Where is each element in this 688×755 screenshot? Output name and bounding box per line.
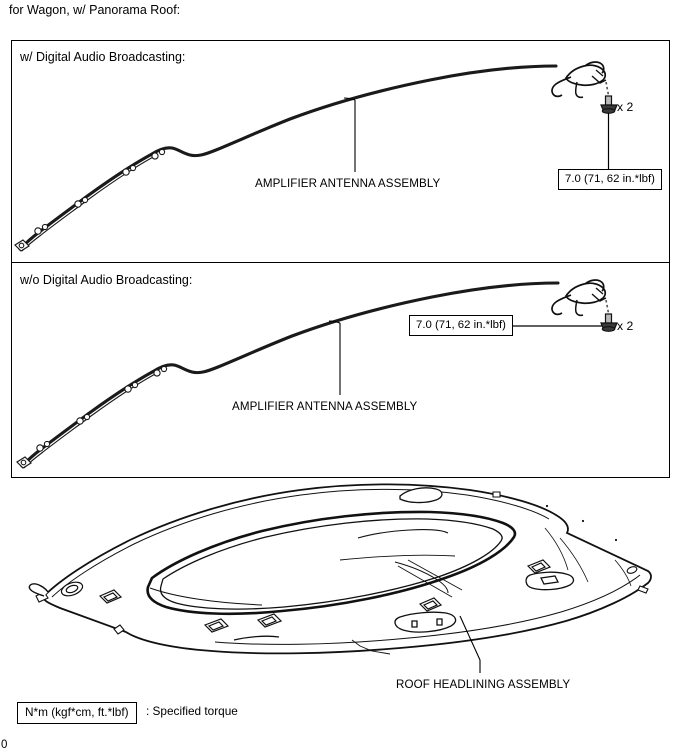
headliner-reference-dots (545, 504, 618, 542)
page-caption: for Wagon, w/ Panorama Roof: (9, 3, 181, 17)
bolt-quantity-1: x 2 (617, 100, 634, 114)
torque-callout-1: 7.0 (71, 62 in.*lbf) (558, 169, 662, 190)
page-footer-marker: 0 (1, 739, 8, 751)
headliner-fitting (60, 559, 552, 633)
amplifier-antenna-label-1: AMPLIFIER ANTENNA ASSEMBLY (255, 177, 441, 190)
panel-title-with-dab: w/ Digital Audio Broadcasting: (20, 50, 186, 64)
torque-unit-legend-box: N*m (kgf*cm, ft.*lbf) (17, 702, 137, 724)
roof-headlining-graphic (28, 483, 652, 673)
diagram-panel-frame (11, 40, 670, 478)
roof-headlining-label: ROOF HEADLINING ASSEMBLY (396, 678, 571, 691)
panel-divider (11, 262, 670, 263)
bolt-quantity-2: x 2 (617, 319, 634, 333)
torque-legend-description: : Specified torque (146, 704, 238, 718)
torque-callout-2: 7.0 (71, 62 in.*lbf) (409, 315, 513, 336)
amplifier-antenna-label-2: AMPLIFIER ANTENNA ASSEMBLY (232, 400, 418, 413)
overhead-console-recess (525, 571, 575, 591)
assist-grip (233, 611, 457, 641)
headliner-fastener (35, 491, 649, 635)
panel-title-without-dab: w/o Digital Audio Broadcasting: (20, 273, 193, 287)
